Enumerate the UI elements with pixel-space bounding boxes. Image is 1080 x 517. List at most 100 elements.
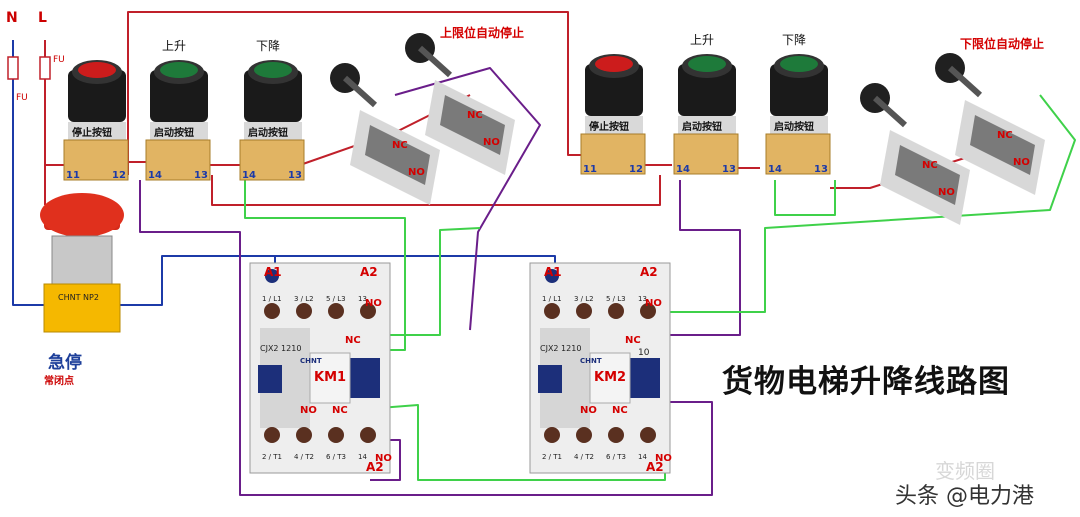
no-label-aux: NO	[580, 405, 597, 416]
bottom-terminal-label: 4 / T2	[574, 453, 594, 461]
button-top-label: 上升	[690, 33, 714, 47]
bottom-terminal-screw	[296, 427, 312, 443]
terminal-left: 11	[66, 170, 80, 181]
bottom-terminal-label: 14	[358, 453, 367, 461]
top-terminal-label: 1 / L1	[262, 295, 282, 303]
no-label-bottom: NO	[655, 453, 672, 464]
button-head	[68, 70, 126, 122]
top-terminal-label: 13	[638, 295, 647, 303]
button-head	[150, 70, 208, 122]
estop-contact-block	[43, 283, 121, 333]
bottom-terminal-screw	[360, 427, 376, 443]
button-top-label: 下降	[782, 33, 806, 47]
contact-cavity	[970, 115, 1035, 175]
no-label: NO	[938, 187, 955, 198]
top-terminal-label: 1 / L1	[542, 295, 562, 303]
fuse-l	[39, 56, 51, 80]
terminal-right: 13	[814, 164, 828, 175]
wire-top-bus	[127, 11, 600, 175]
bottom-terminal-label: 2 / T1	[542, 453, 562, 461]
top-terminal-label: 5 / L3	[606, 295, 626, 303]
bottom-terminal-screw	[608, 427, 624, 443]
button-panel-text: 启动按钮	[248, 126, 288, 139]
no-label-top: NO	[365, 298, 382, 309]
button-contact-block	[145, 139, 211, 181]
button-head	[770, 64, 828, 116]
no-label-bottom: NO	[375, 453, 392, 464]
fuse-n	[7, 56, 19, 80]
nc-label: NC	[922, 160, 938, 171]
button-panel-text: 启动按钮	[682, 120, 722, 133]
pushbutton-up2: 启动按钮 14 13 上升	[673, 33, 739, 175]
bottom-terminal-label: 6 / T3	[606, 453, 626, 461]
button-head	[244, 70, 302, 122]
top-terminal-screw	[264, 303, 280, 319]
contact-cavity	[440, 95, 505, 155]
contactor-model: CJX2 1210	[260, 344, 301, 353]
estop-sub-label: 常闭点	[44, 376, 74, 387]
button-collar	[244, 122, 302, 140]
top-terminal-label: 3 / L2	[294, 295, 314, 303]
terminal-right: 12	[629, 164, 643, 175]
wire-purple-3	[670, 180, 741, 336]
contactor-name: KM1	[314, 370, 346, 385]
button-contact-block	[580, 133, 646, 175]
coil-a1-label: A1	[264, 265, 282, 279]
pushbutton-stop1: 停止按钮 11 12	[63, 60, 129, 181]
top-terminal-screw	[608, 303, 624, 319]
terminal-right: 12	[112, 170, 126, 181]
estop-model: CHNT NP2	[58, 293, 99, 302]
estop-label: 急停	[48, 353, 82, 373]
top-terminal-screw	[360, 303, 376, 319]
terminal-left: 14	[676, 164, 690, 175]
contact-cavity	[895, 145, 960, 205]
contactor-name: KM2	[594, 370, 626, 385]
coil-a2-bottom-label: A2	[366, 460, 384, 474]
bottom-terminal-screw	[576, 427, 592, 443]
button-contact-block	[239, 139, 305, 181]
top-terminal-label: 3 / L2	[574, 295, 594, 303]
bottom-terminal-label: 4 / T2	[294, 453, 314, 461]
wire-purple-1	[139, 180, 713, 496]
button-cap	[160, 62, 198, 78]
lever-arm	[417, 45, 453, 78]
no-label-aux: NO	[300, 405, 317, 416]
button-cap	[254, 62, 292, 78]
button-panel-text: 启动按钮	[774, 120, 814, 133]
nc-label: NC	[392, 140, 408, 151]
bottom-terminal-label: 2 / T1	[262, 453, 282, 461]
lever-arm	[872, 95, 908, 128]
top-terminal-screw	[328, 303, 344, 319]
estop-body	[51, 235, 113, 285]
no-label: NO	[483, 137, 500, 148]
top-terminal-label: 5 / L3	[326, 295, 346, 303]
aux-window	[630, 358, 660, 398]
nc-label-aux2: NC	[612, 405, 628, 416]
coil-a1-screw	[265, 269, 279, 283]
n-label: N	[6, 10, 18, 26]
watermark-author: 头条 @电力港	[895, 484, 1034, 509]
contactor-model: CJX2 1210	[540, 344, 581, 353]
wire-estop-a1	[120, 255, 556, 306]
coil-a2-label: A2	[360, 265, 378, 279]
contactor-brand: CHNT	[300, 357, 322, 365]
lever-arm	[947, 65, 983, 98]
nc-label-aux: NC	[345, 335, 361, 346]
contactor-km2: 1 / L12 / T13 / L24 / T25 / L36 / T31314…	[529, 262, 672, 474]
terminal-left: 14	[242, 170, 256, 181]
nc-label-aux2: NC	[332, 405, 348, 416]
terminal-right: 13	[722, 164, 736, 175]
button-collar	[678, 116, 736, 134]
button-cap	[780, 56, 818, 72]
button-panel-text: 停止按钮	[72, 126, 112, 139]
button-panel-text: 启动按钮	[154, 126, 194, 139]
limit-switch-label: 上限位自动停止	[440, 25, 524, 40]
button-contact-block	[673, 133, 739, 175]
bottom-terminal-label: 6 / T3	[326, 453, 346, 461]
fuse-label-n: FU	[16, 93, 28, 103]
indicator-window	[258, 365, 282, 393]
bottom-terminal-screw	[544, 427, 560, 443]
